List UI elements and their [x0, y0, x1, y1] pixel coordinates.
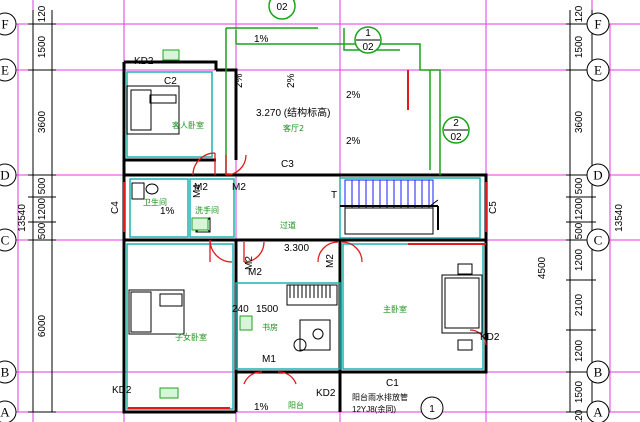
dim-left-120: 120 [37, 5, 48, 22]
label-dim-240: 240 [232, 304, 249, 315]
plan-labels: KD2 C2 C3 C4 C5 C1 M1 M2 M2 M2 M2 M2 M4 … [110, 2, 500, 415]
room-master-bedroom: 主卧室 [383, 304, 407, 314]
label-balcony-ref: 12YJ8(余同) [352, 404, 396, 414]
windows [123, 70, 487, 409]
room-child-bedroom: 子女卧室 [175, 332, 207, 342]
axis-right-d: D [593, 168, 602, 183]
label-m2-c: M2 [244, 256, 255, 270]
axis-labels-left: F E D C B A [0, 17, 10, 420]
label-c5: C5 [488, 201, 499, 214]
room-living-2: 客厅2 [283, 123, 304, 133]
label-slope-3: 2% [286, 73, 297, 88]
label-balcony-note: 阳台雨水排放管 [352, 392, 408, 402]
right-dimensions: 120 1500 3600 500 1200 500 1200 2100 120… [537, 5, 625, 422]
axis-left-a: A [0, 405, 10, 420]
axis-left-e: E [1, 63, 9, 78]
detail-1-num: 1 [365, 28, 371, 39]
label-kd2-left: KD2 [112, 385, 132, 396]
label-slope-5: 2% [346, 136, 361, 147]
dim-right-3600: 3600 [574, 110, 585, 133]
axis-left-b: B [1, 365, 10, 380]
room-washroom: 洗手间 [195, 205, 219, 215]
furniture [126, 85, 483, 352]
dim-left-1200: 1200 [37, 197, 48, 220]
label-slope-6: 1% [160, 206, 175, 217]
left-dimensions: 120 1500 3600 500 1200 500 6000 13540 [17, 5, 48, 337]
detail-2-den: 02 [450, 132, 462, 143]
green-outline [225, 27, 441, 175]
piano [289, 285, 331, 298]
dim-right-1200c: 1200 [574, 339, 585, 362]
dim-right-500b: 500 [574, 222, 585, 239]
room-toilet: 卫生间 [143, 197, 167, 207]
label-c4: C4 [110, 201, 121, 214]
room-balcony: 阳台 [288, 400, 304, 410]
outlet-boxes [159, 49, 253, 399]
dim-right-total: 13540 [614, 204, 625, 232]
dim-right-4500: 4500 [537, 256, 548, 279]
label-m1: M1 [262, 354, 276, 365]
label-dim-1500: 1500 [256, 304, 279, 315]
dim-right-1200: 1200 [574, 197, 585, 220]
label-slope-4: 2% [346, 90, 361, 101]
room-corridor: 过道 [280, 220, 296, 230]
dim-left-total: 13540 [17, 204, 28, 232]
axis-labels-right: F E D C B A [593, 17, 603, 420]
dim-right-120b: 120 [574, 409, 585, 422]
label-up-mark: T [331, 190, 337, 201]
dim-right-120: 120 [574, 5, 585, 22]
label-kd2-bottom: KD2 [316, 388, 336, 399]
axis-left-d: D [0, 168, 9, 183]
dim-right-1200b: 1200 [574, 248, 585, 271]
room-study: 书房 [262, 322, 278, 332]
axis-bubbles-left [0, 12, 17, 422]
staircase [340, 179, 439, 235]
detail-2-num: 2 [453, 118, 459, 129]
axis-right-c: C [594, 233, 603, 248]
label-kd2-top: KD2 [134, 56, 154, 67]
axis-right-f: F [594, 17, 601, 32]
dim-left-6000: 6000 [37, 314, 48, 337]
dim-right-500: 500 [574, 177, 585, 194]
axis-right-e: E [594, 63, 602, 78]
label-slope-7: 1% [254, 402, 269, 413]
detail-top-den: 02 [276, 2, 288, 13]
label-elev-3270: 3.270 (结构标高) [256, 106, 330, 119]
label-m2-a: M2 [194, 182, 208, 193]
dim-right-2100: 2100 [574, 293, 585, 316]
axis-right-b: B [594, 365, 603, 380]
label-m2-b: M2 [232, 182, 246, 193]
dimension-lines [28, 10, 596, 413]
label-c2: C2 [164, 76, 177, 87]
dim-left-3600: 3600 [37, 110, 48, 133]
room-guest-bedroom: 客人卧室 [172, 120, 204, 130]
axis-left-c: C [1, 233, 10, 248]
label-c1: C1 [386, 378, 399, 389]
dim-left-1500: 1500 [37, 35, 48, 58]
detail-3-num: 1 [429, 404, 435, 415]
label-m4: M4 [192, 184, 203, 198]
detail-callouts [268, 0, 470, 420]
label-slope-1: 1% [254, 34, 269, 45]
label-kd2-right: KD2 [480, 332, 500, 343]
label-m2-e: M2 [325, 254, 336, 268]
label-slope-2: 2% [234, 73, 245, 88]
detail-1-den: 02 [362, 42, 374, 53]
label-c3: C3 [281, 159, 294, 170]
room-names: 客人卧室 客厅2 卫生间 洗手间 过道 子女卧室 书房 主卧室 阳台 [143, 120, 407, 410]
axis-bubbles-right [586, 12, 610, 422]
dim-left-500b: 500 [37, 222, 48, 239]
axis-right-a: A [593, 405, 603, 420]
dim-left-500: 500 [37, 177, 48, 194]
label-m2-d: M2 [248, 267, 262, 278]
label-elev-3300: 3.300 [284, 243, 309, 254]
axis-left-f: F [1, 17, 8, 32]
dim-right-1500: 1500 [574, 35, 585, 58]
dim-right-1500b: 1500 [574, 380, 585, 403]
